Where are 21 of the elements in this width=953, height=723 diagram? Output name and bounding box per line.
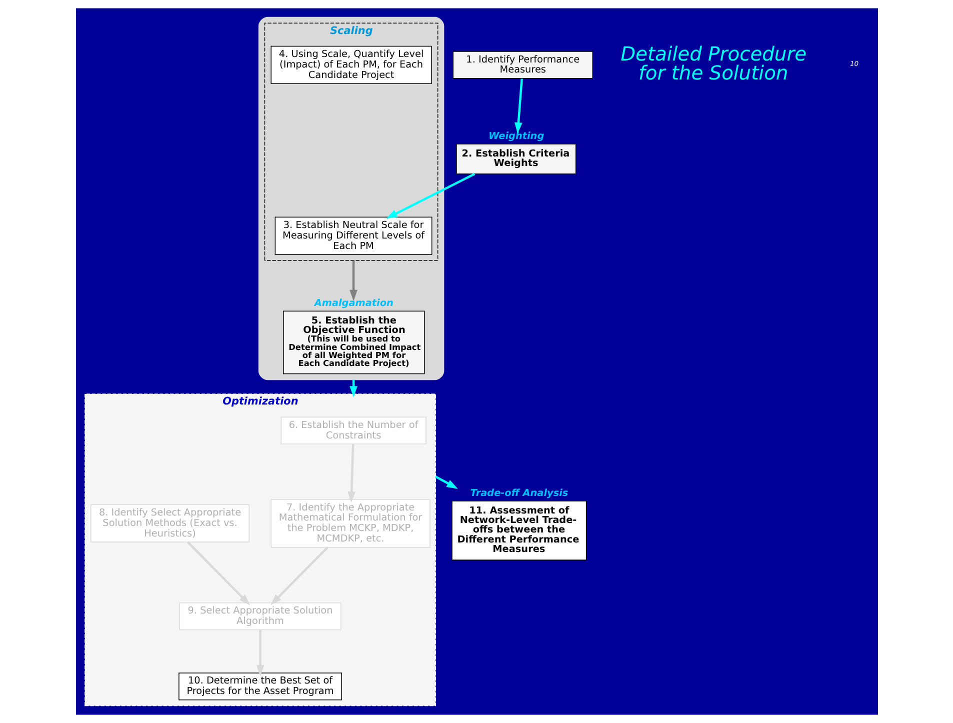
node-box: 3. Establish Neutral Scale for Measuring Different Levels of Each PM	[274, 216, 432, 255]
node-box: 6. Establish the Number of Constraints	[280, 416, 426, 444]
arrow	[514, 78, 522, 134]
node-box: 4. Using Scale, Quantify Level (Impact) of Each PM, for Each Candidate Project	[270, 46, 432, 84]
arrow	[386, 172, 475, 219]
node-label: Weighting	[488, 131, 544, 142]
node-label: Amalgamation	[314, 298, 393, 310]
cluster	[258, 16, 444, 380]
arrow	[256, 630, 264, 676]
arrow	[347, 444, 355, 503]
node-box: 8. Identify Select Appropriate Solution Methods (Exact vs. Heuristics)	[90, 504, 249, 542]
node-box: 9. Select Appropriate Solution Algorithm	[178, 602, 341, 630]
node-box: 1. Identify Performance Measures	[452, 51, 592, 79]
arrow	[186, 541, 250, 606]
arrow	[434, 476, 458, 489]
node-label: Trade-off Analysis	[470, 488, 568, 500]
label: Detailed Procedure for the Solution	[620, 42, 806, 85]
node-box: 10. Determine the Best Set of Projects for the Asset Program	[178, 672, 342, 700]
node-box: 7. Identify the Appropriate Mathematical Formulation for the Problem MCKP, MDKP, MCMDKP, etc.	[270, 499, 430, 548]
arrow	[349, 260, 357, 302]
arrow	[270, 546, 328, 606]
